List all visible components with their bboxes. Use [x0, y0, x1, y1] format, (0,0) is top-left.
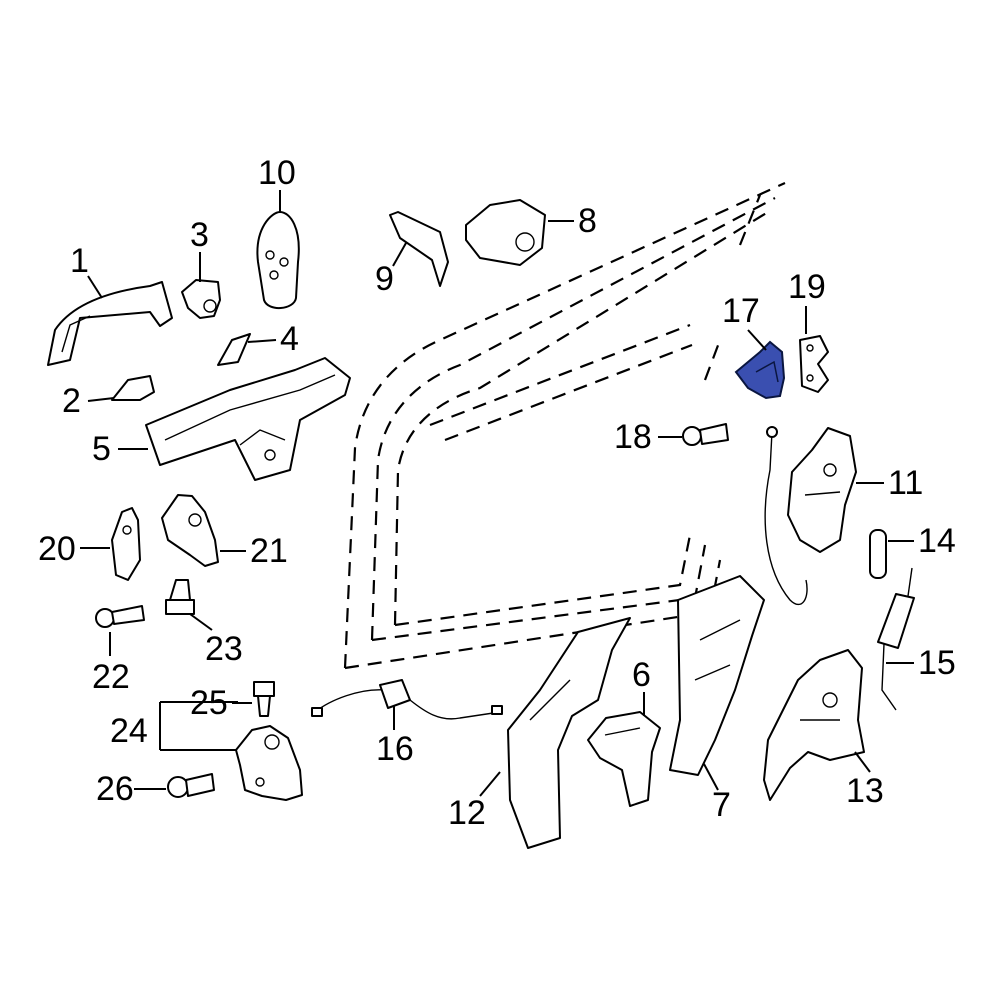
callout-17: 17 [722, 292, 760, 330]
leader-13 [854, 751, 871, 773]
callout-11: 11 [888, 464, 923, 502]
part-19-striker-plate-icon[interactable] [799, 335, 829, 393]
part-18-screw-icon[interactable] [682, 423, 729, 446]
part-4-handle-insert-icon[interactable] [217, 333, 251, 366]
callout-26: 26 [96, 770, 134, 808]
leader-9 [392, 242, 407, 267]
leader-7 [703, 763, 719, 791]
callout-12: 12 [448, 794, 486, 832]
leader-1 [87, 275, 103, 299]
callout-25: 25 [190, 684, 228, 722]
part-21-hinge-icon[interactable] [161, 494, 219, 567]
part-8-lock-cylinder-icon[interactable] [465, 199, 546, 266]
callout-10: 10 [258, 154, 296, 192]
leader-2 [87, 397, 115, 402]
callout-9: 9 [375, 260, 394, 298]
part-5-handle-bracket-icon[interactable] [145, 357, 351, 481]
part-16-cable-harness-icon[interactable] [311, 679, 503, 720]
leader-23 [189, 613, 213, 631]
part-10-remote-key-icon[interactable] [256, 211, 300, 309]
part-12-cover-panel-icon[interactable] [507, 617, 631, 849]
callout-7: 7 [712, 786, 731, 824]
callout-14: 14 [918, 522, 956, 560]
callout-19: 19 [788, 268, 826, 306]
callout-16: 16 [376, 730, 414, 768]
part-23-bolt-icon[interactable] [165, 579, 195, 615]
part-6-bracket-icon[interactable] [587, 711, 661, 807]
callout-13: 13 [846, 772, 884, 810]
part-15-actuator-icon[interactable] [877, 567, 915, 711]
part-3-lock-cylinder-cap-icon[interactable] [181, 279, 221, 319]
callout-1: 1 [70, 242, 89, 280]
leader-4 [247, 339, 277, 343]
callout-23: 23 [205, 630, 243, 668]
callout-15: 15 [918, 644, 956, 682]
callout-24: 24 [110, 712, 148, 750]
part-2-handle-cover-icon[interactable] [111, 375, 155, 401]
part-24-hinge-assembly-icon[interactable] [235, 725, 303, 801]
part-20-hinge-icon[interactable] [111, 507, 141, 581]
leader-24 [159, 701, 238, 751]
part-17-striker-icon[interactable] [734, 340, 786, 400]
callout-2: 2 [62, 382, 81, 420]
leader-12 [479, 771, 501, 797]
callout-6: 6 [632, 656, 651, 694]
part-22-screw-icon[interactable] [95, 605, 145, 628]
part-25-bolt-icon[interactable] [253, 681, 275, 717]
callout-4: 4 [280, 320, 299, 358]
callout-20: 20 [38, 530, 76, 568]
part-26-screw-icon[interactable] [167, 773, 215, 798]
part-9-mount-bracket-icon[interactable] [389, 211, 449, 287]
part-13-rear-latch-icon[interactable] [763, 649, 865, 801]
leader-17 [747, 329, 767, 351]
callout-8: 8 [578, 202, 597, 240]
part-1-door-handle-icon[interactable] [47, 281, 173, 366]
part-14-bumper-icon[interactable] [869, 529, 887, 579]
callout-3: 3 [190, 216, 209, 254]
callout-18: 18 [614, 418, 652, 456]
callout-21: 21 [250, 532, 288, 570]
part-7-trim-panel-icon[interactable] [669, 575, 765, 776]
callout-5: 5 [92, 430, 111, 468]
part-11-door-latch-icon[interactable] [764, 426, 857, 606]
callout-22: 22 [92, 658, 130, 696]
